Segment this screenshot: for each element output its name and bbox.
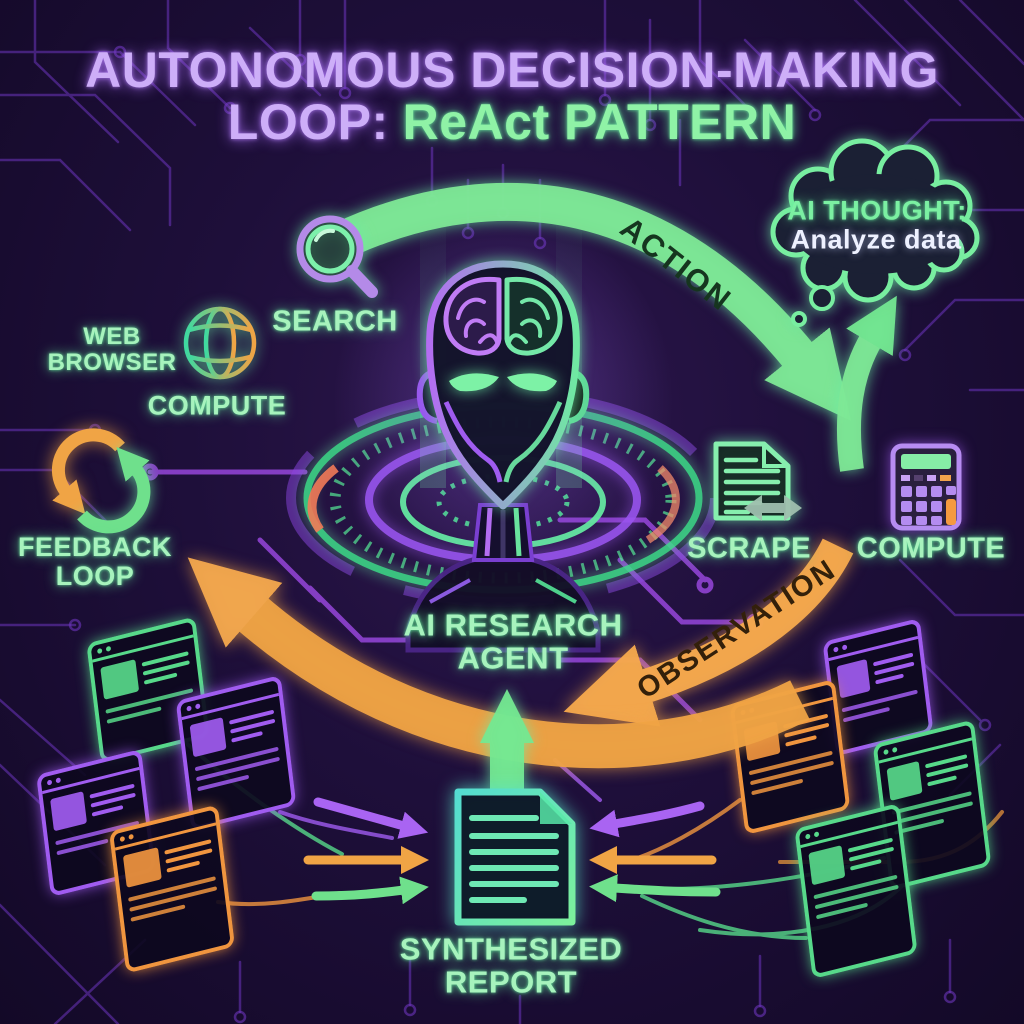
report-label-line2: REPORT (444, 965, 578, 1000)
feedback-loop-icon (51, 428, 151, 534)
agent-label-line2: AGENT (457, 641, 569, 676)
diagram-title-line2: LOOP:ReAct PATTERN (228, 95, 796, 149)
thought-up-arrow (836, 295, 897, 472)
title-react-text: ReAct PATTERN (402, 94, 797, 150)
action-arrow (344, 182, 851, 421)
report-label-line1: SYNTHESIZED (399, 931, 623, 967)
compute-left-label: COMPUTE (147, 390, 287, 421)
web-browser-label-line2: BROWSER (47, 349, 177, 376)
compute-right-label: COMPUTE (856, 532, 1006, 565)
title-loop-text: LOOP: (227, 94, 389, 150)
agent-label: AI RESEARCH AGENT (403, 607, 623, 676)
feedback-label-line1: FEEDBACK (17, 531, 173, 562)
search-label: SEARCH (272, 305, 398, 338)
ai-head-icon (333, 188, 673, 653)
web-browser-globe-icon (183, 306, 257, 380)
sync-arrows-icon (744, 495, 802, 521)
scrape-document-icon (713, 441, 802, 521)
web-browser-label: WEB BROWSER (48, 324, 177, 376)
web-browser-label-line1: WEB (83, 323, 141, 351)
report-label: SYNTHESIZED REPORT (399, 931, 623, 1000)
feedback-loop-label: FEEDBACK LOOP (17, 531, 173, 591)
report-document-icon (454, 788, 576, 926)
search-icon (296, 215, 378, 298)
diagram-title-line1: AUTONOMOUS DECISION-MAKING (85, 42, 939, 98)
report-input-arrows (303, 797, 721, 905)
calculator-icon (890, 443, 962, 531)
thought-heading: AI THOUGHT: (787, 195, 967, 226)
feedback-label-line2: LOOP (55, 561, 135, 591)
observation-arrow (563, 538, 854, 727)
agent-label-line1: AI RESEARCH (403, 607, 623, 643)
scrape-label: SCRAPE (687, 532, 811, 565)
thought-cloud-icon (770, 138, 980, 327)
thought-body: Analyze data (790, 224, 962, 255)
